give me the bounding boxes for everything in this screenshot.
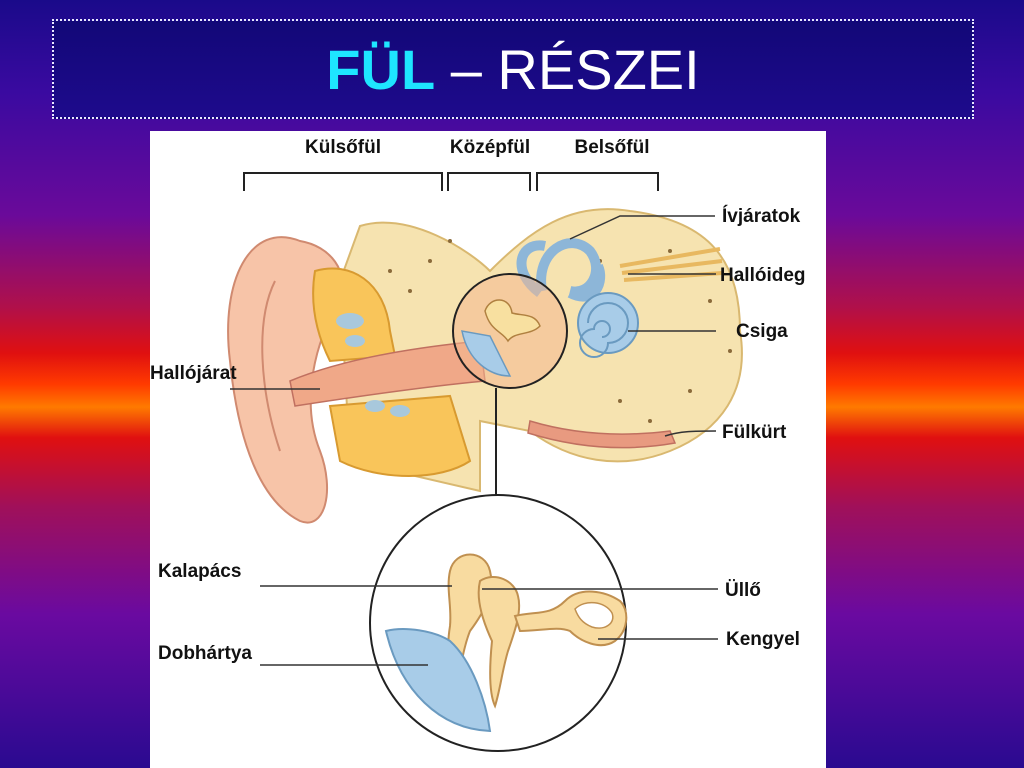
label-outer-ear: Külsőfül — [305, 137, 381, 158]
label-nerve: Hallóideg — [720, 265, 806, 286]
title-strong: FÜL — [326, 37, 436, 101]
stirrup-opening — [574, 601, 614, 629]
leader-lines — [230, 215, 718, 666]
middle-ear-bracket — [447, 172, 531, 191]
label-middle-ear: Középfül — [450, 137, 530, 158]
eustachian-tube — [527, 420, 677, 449]
cartilage-spot — [345, 335, 365, 347]
eustachian-leader — [664, 430, 717, 437]
label-ear-canal: Hallójárat — [150, 363, 237, 384]
label-canals: Ívjáratok — [722, 205, 801, 227]
title-box: FÜL – RÉSZEI — [52, 19, 974, 119]
cochlea — [577, 292, 639, 358]
small-eardrum — [461, 330, 512, 377]
ear-diagram: Külsőfül Középfül Belsőfül Ívjáratok Hal… — [150, 131, 826, 768]
label-stirrup: Kengyel — [726, 629, 800, 650]
anvil-bone — [477, 576, 521, 709]
title-rest: – RÉSZEI — [435, 37, 700, 101]
label-hammer: Kalapács — [158, 561, 241, 582]
ear-diagram-svg: Külsőfül Középfül Belsőfül Ívjáratok Hal… — [150, 137, 806, 752]
cartilage-lower — [328, 394, 472, 477]
label-inner-ear: Belsőfül — [575, 137, 650, 158]
cartilage-spot — [390, 405, 410, 417]
label-cochlea: Csiga — [736, 321, 788, 342]
eardrum — [384, 628, 492, 733]
slide-title: FÜL – RÉSZEI — [326, 37, 699, 102]
cartilage-spot — [336, 313, 364, 329]
label-anvil: Üllő — [725, 580, 761, 601]
small-ossicles — [484, 299, 541, 343]
auricle-fold — [261, 280, 281, 452]
label-eardrum: Dobhártya — [158, 643, 252, 664]
cartilage-spot — [365, 400, 385, 412]
canals-leader — [569, 215, 715, 240]
bone-texture — [388, 239, 732, 423]
label-eustachian: Fülkürt — [722, 422, 787, 443]
outer-ear-bracket — [243, 172, 443, 191]
inner-ear-bracket — [536, 172, 659, 191]
section-brackets — [243, 172, 659, 191]
